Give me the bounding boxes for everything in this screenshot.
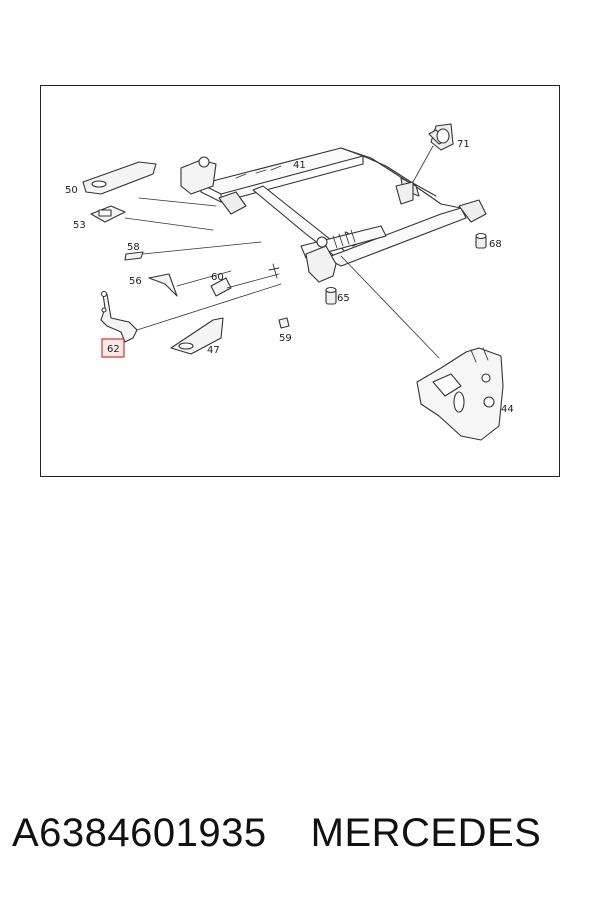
callout-56: 56 xyxy=(129,276,142,287)
part-65-mount xyxy=(325,286,337,305)
callout-59: 59 xyxy=(279,333,292,344)
cross-member xyxy=(300,225,387,283)
callout-53: 53 xyxy=(73,220,86,231)
callout-50: 50 xyxy=(65,185,78,196)
part-59-clip xyxy=(278,317,290,329)
callout-labels: 41 44 47 50 53 56 58 59 60 62 65 68 71 xyxy=(65,139,514,415)
part-number: A6384601935 xyxy=(12,810,267,855)
left-mount xyxy=(180,156,247,215)
part-71-bushing xyxy=(428,128,450,145)
leader-lines xyxy=(124,145,440,359)
part-50-cover xyxy=(82,161,157,195)
part-68-mount xyxy=(475,232,487,249)
brand-name: MERCEDES xyxy=(310,810,542,855)
parts-diagram: 41 44 47 50 53 56 58 59 60 62 65 68 71 xyxy=(40,85,560,477)
rear-mounts xyxy=(395,123,487,223)
product-caption: A6384601935 MERCEDES xyxy=(12,803,588,863)
subframe-drawing: 41 44 47 50 53 56 58 59 60 62 65 68 71 xyxy=(65,123,514,441)
part-53-bracket xyxy=(90,205,126,223)
callout-65: 65 xyxy=(337,293,350,304)
small-brackets xyxy=(124,251,280,297)
part-62-bracket xyxy=(100,290,138,343)
callout-62: 62 xyxy=(107,344,120,355)
callout-62-highlight xyxy=(101,338,125,358)
callout-58: 58 xyxy=(127,242,140,253)
callout-60: 60 xyxy=(211,272,224,283)
callout-47: 47 xyxy=(207,345,220,356)
callout-68: 68 xyxy=(489,239,502,250)
part-47-cover xyxy=(170,317,224,355)
callout-71: 71 xyxy=(457,139,470,150)
callout-44: 44 xyxy=(501,404,514,415)
part-44-shield xyxy=(416,347,504,441)
callout-41: 41 xyxy=(293,160,306,171)
